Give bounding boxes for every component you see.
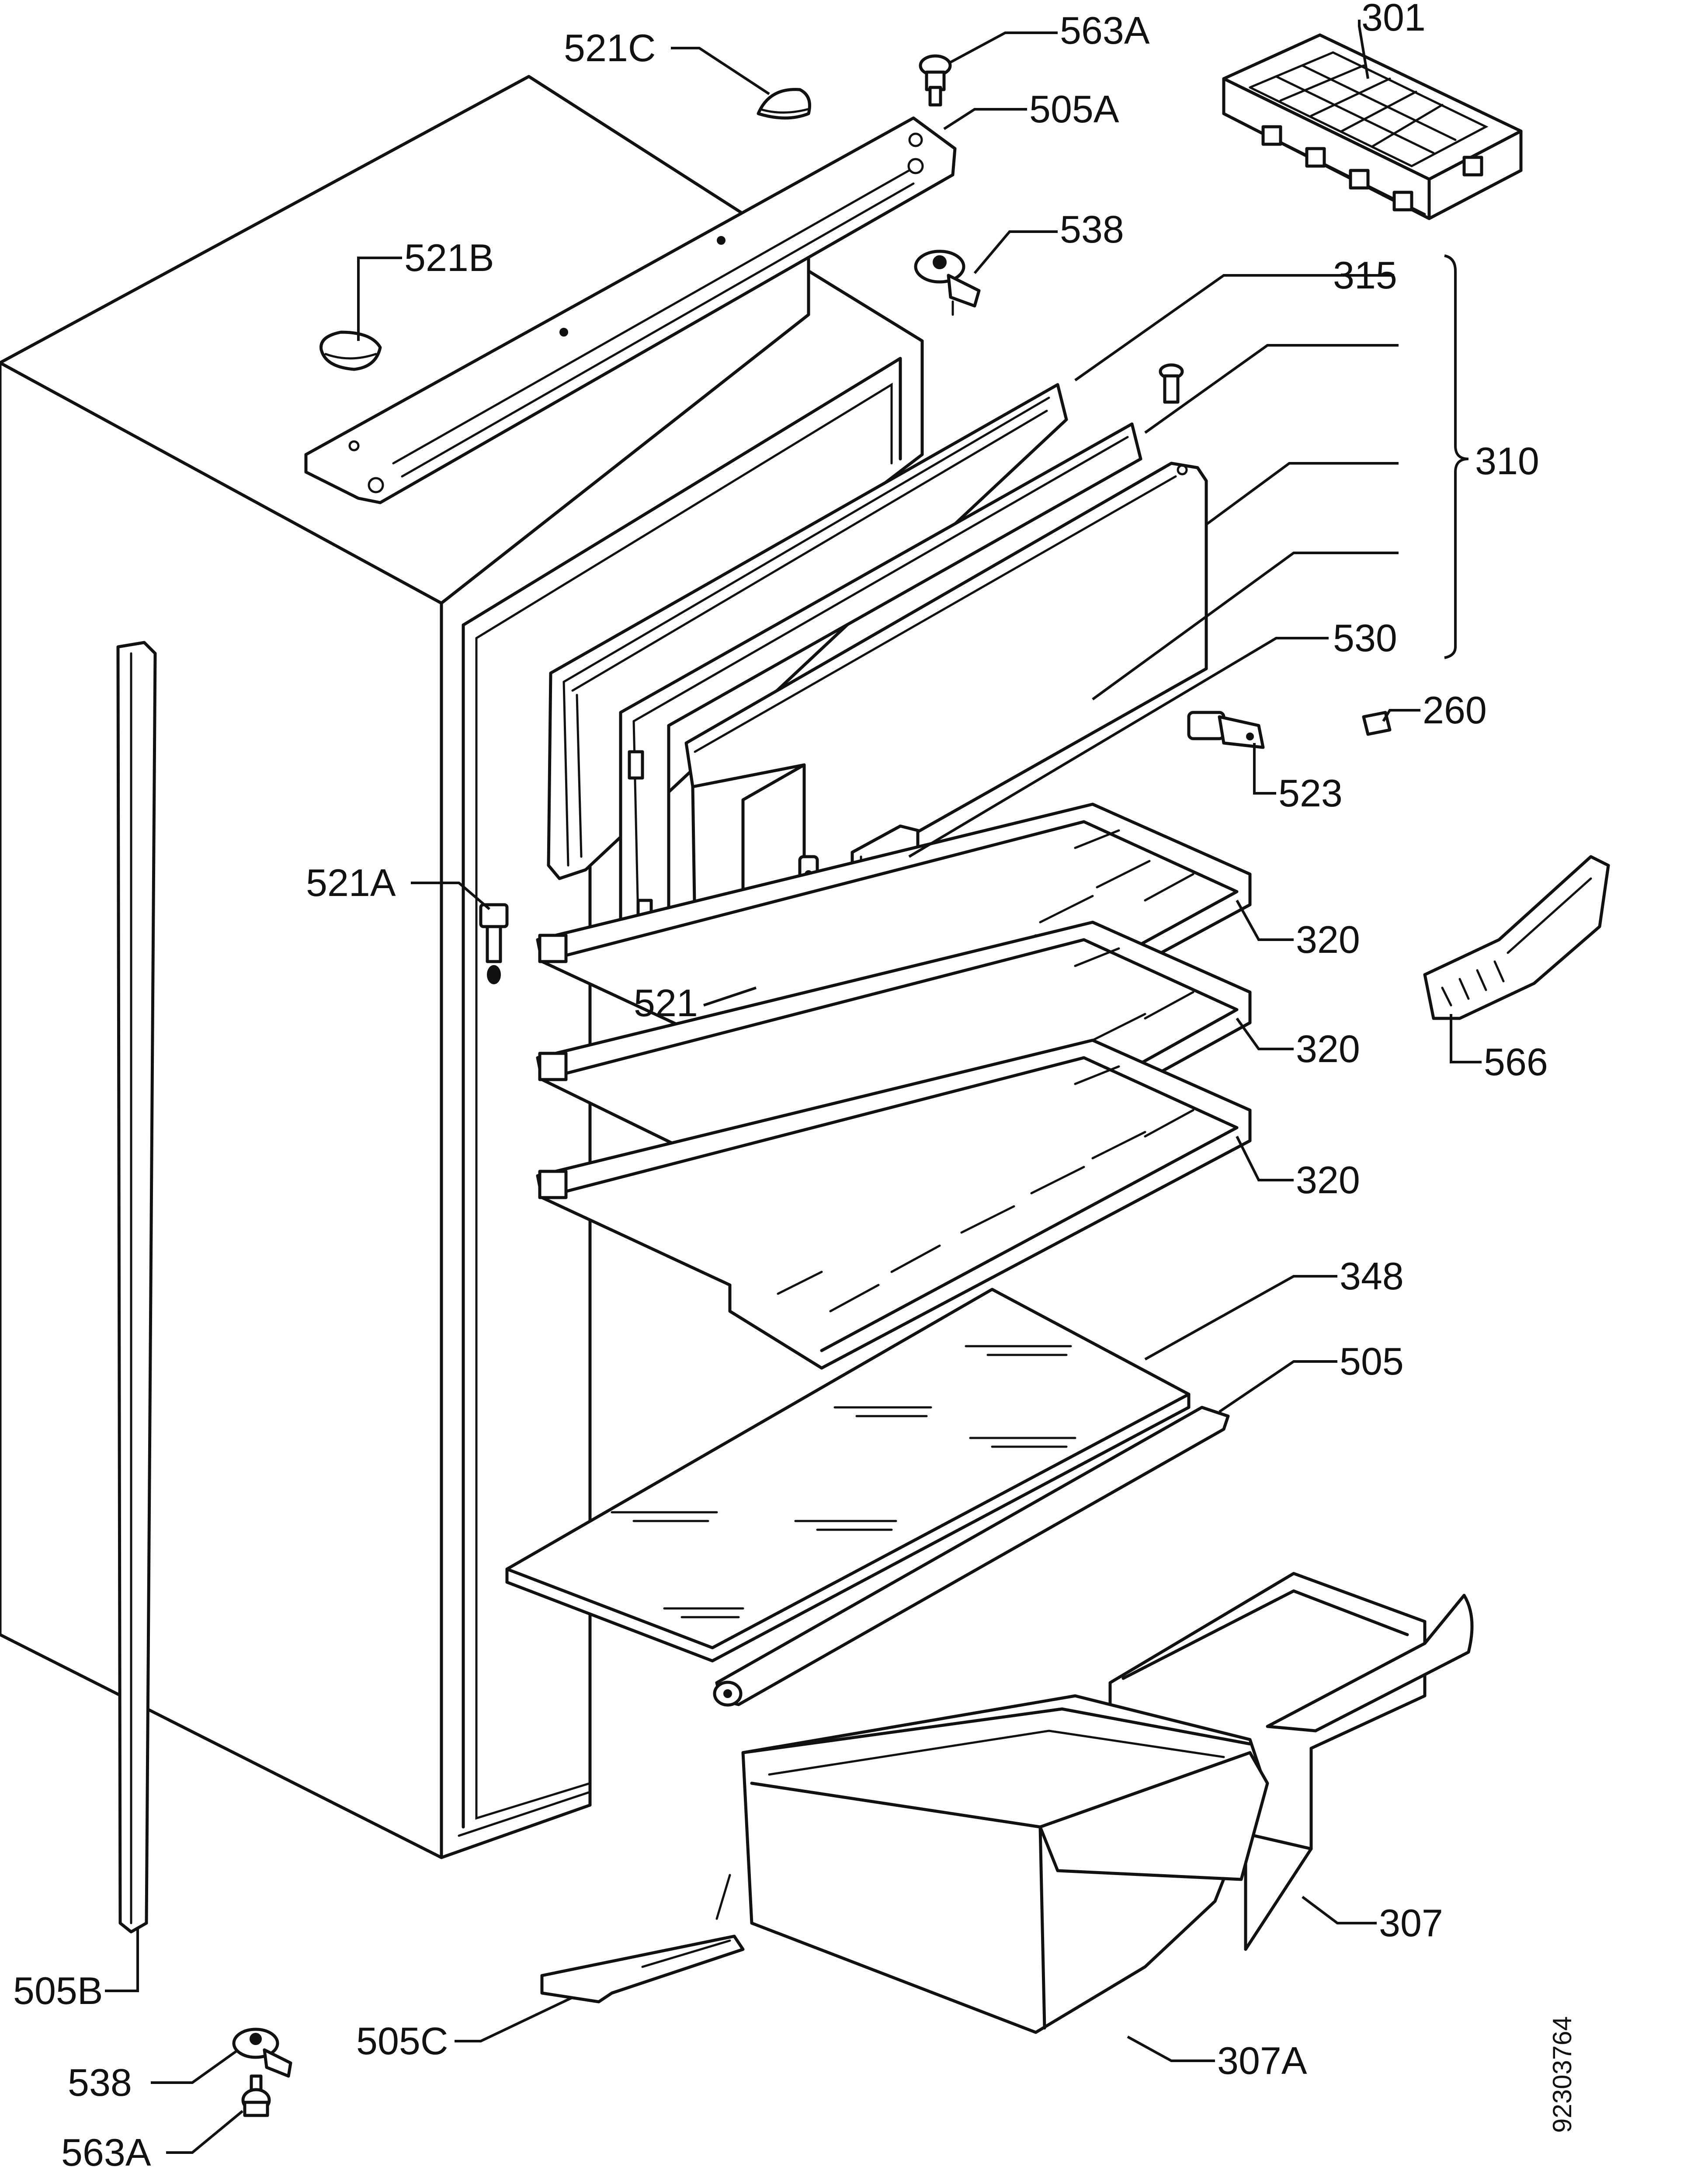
label-307A: 307A — [1217, 2039, 1307, 2082]
label-307: 307 — [1379, 1901, 1443, 1945]
part-348-glass-shelf — [505, 1288, 1191, 1663]
label-538-bottom: 538 — [68, 2061, 132, 2104]
part-566-scraper — [1423, 855, 1610, 1020]
label-566: 566 — [1484, 1040, 1548, 1084]
part-523-latch — [1187, 711, 1265, 749]
bracket-310 — [1444, 254, 1469, 659]
part-563A-bottom-screw — [241, 2074, 271, 2117]
label-315: 315 — [1333, 254, 1397, 297]
part-521A-thermostat-knob — [479, 903, 509, 984]
leader-lines — [105, 20, 1482, 2154]
label-320-c: 320 — [1296, 1158, 1360, 1202]
label-505B: 505B — [13, 1969, 103, 2012]
label-521: 521 — [634, 981, 698, 1024]
part-505C-bottom-trim — [540, 1874, 745, 2004]
label-505: 505 — [1340, 1340, 1404, 1383]
part-307-crisper — [1108, 1572, 1474, 1951]
part-505B-side-trim — [116, 641, 157, 1934]
label-320-b: 320 — [1296, 1027, 1360, 1070]
label-505C: 505C — [356, 2019, 448, 2063]
part-labels: 521C 563A 301 505A 521B 538 315 310 530 … — [13, 0, 1577, 2167]
part-505-glass-shelf-trim — [713, 1406, 1230, 1707]
label-521C: 521C — [564, 26, 656, 69]
part-310-door-front — [684, 462, 1208, 946]
part-307A-crisper — [741, 1694, 1269, 2034]
label-538-top: 538 — [1060, 208, 1124, 251]
label-505A: 505A — [1029, 87, 1119, 131]
part-505A-top-hinge-bar — [304, 116, 957, 504]
part-320-shelf-bottom — [536, 1038, 1252, 1370]
part-521C-cap — [757, 88, 811, 120]
drawing-code: 92303764 — [1548, 2016, 1577, 2133]
label-310: 310 — [1475, 439, 1539, 483]
label-521B: 521B — [404, 236, 494, 279]
part-260-clip — [1362, 711, 1392, 736]
label-301: 301 — [1361, 0, 1426, 39]
part-310-door-inner-panel — [619, 422, 1142, 941]
label-563A-bottom: 563A — [61, 2131, 151, 2167]
part-301-ice-tray — [1222, 33, 1523, 220]
label-348: 348 — [1340, 1254, 1404, 1298]
label-563A-top: 563A — [1060, 9, 1150, 52]
part-563A-top-screw — [919, 54, 952, 107]
part-310-small-fitting — [1159, 363, 1184, 404]
label-521A: 521A — [306, 861, 396, 904]
label-530: 530 — [1333, 616, 1397, 660]
label-260: 260 — [1423, 688, 1487, 732]
part-538-top-hinge — [914, 250, 981, 316]
label-523: 523 — [1278, 771, 1343, 815]
part-538-bottom-hinge — [232, 2028, 292, 2078]
part-521B-cap — [319, 330, 382, 371]
label-320-a: 320 — [1296, 918, 1360, 961]
